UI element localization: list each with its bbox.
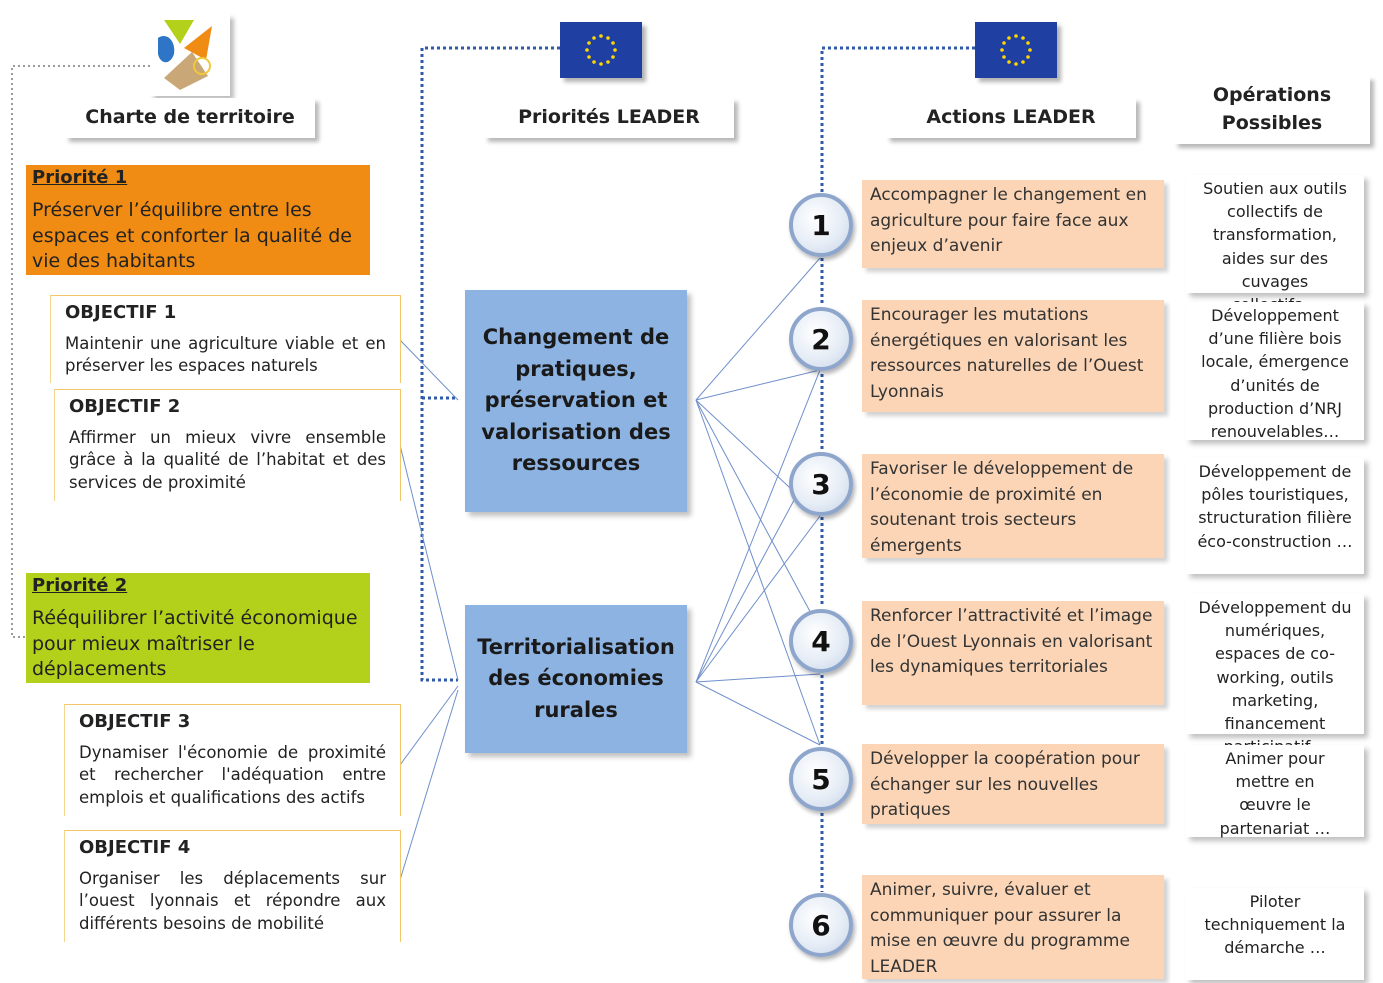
action-number-2: 2 [789, 307, 853, 371]
eu-flag-icon [1000, 34, 1032, 66]
priorite-text: Rééquilibrer l’activité économique pour … [32, 607, 358, 681]
operation-text: Soutien aux outils collectifs de transfo… [1203, 179, 1347, 314]
objectif-3: OBJECTIF 3 Dynamiser l'économie de proxi… [64, 704, 401, 816]
priorite-2: Priorité 2 Rééquilibrer l’activité écono… [26, 573, 370, 683]
eu-flag-icon [585, 34, 617, 66]
operation-text: Développement de pôles touristiques, str… [1197, 462, 1353, 551]
priorite-leader-2: Territorialisation des économies rurales [465, 605, 687, 753]
territory-logo [150, 14, 230, 96]
objectif-title: OBJECTIF 3 [79, 711, 191, 732]
action-number-6: 6 [789, 893, 853, 957]
objectif-title: OBJECTIF 2 [69, 396, 181, 417]
objectif-4: OBJECTIF 4 Organiser les déplacements su… [64, 830, 401, 942]
priorite-title: Priorité 1 [32, 167, 128, 188]
action-number-5: 5 [789, 747, 853, 811]
action-number-4: 4 [789, 609, 853, 673]
header-actions-leader: Actions LEADER [886, 98, 1136, 138]
action-text: Renforcer l’attractivité et l’image de l… [870, 606, 1153, 677]
eu-flag-priorites [560, 22, 642, 78]
priorite-leader-label: Changement de pratiques, préservation et… [481, 325, 671, 476]
objectif-2: OBJECTIF 2 Affirmer un mieux vivre ensem… [54, 389, 401, 501]
objectif-text: Organiser les déplacements sur l’ouest l… [79, 869, 386, 933]
objectif-text: Affirmer un mieux vivre ensemble grâce à… [69, 428, 386, 492]
objectif-title: OBJECTIF 4 [79, 837, 191, 858]
header-operations-label: Opérations Possibles [1212, 84, 1332, 134]
operation-5: Animer pour mettre en œuvre le partenari… [1186, 745, 1364, 838]
action-text: Favoriser le développement de l’économie… [870, 459, 1134, 556]
priorite-1: Priorité 1 Préserver l’équilibre entre l… [26, 165, 370, 275]
operation-text: Développement du numériques, espaces de … [1198, 598, 1352, 756]
objectif-1: OBJECTIF 1 Maintenir une agriculture via… [50, 295, 401, 383]
priorite-leader-1: Changement de pratiques, préservation et… [465, 290, 687, 512]
operation-1: Soutien aux outils collectifs de transfo… [1186, 175, 1364, 314]
operation-text: Animer pour mettre en œuvre le partenari… [1219, 749, 1331, 838]
priorite-leader-label: Territorialisation des économies rurales [477, 634, 675, 722]
operation-6: Piloter techniquement la démarche … [1186, 888, 1364, 980]
operation-text: Développement d’une filière bois locale,… [1201, 306, 1349, 441]
eu-flag-actions [975, 22, 1057, 78]
operation-2: Développement d’une filière bois locale,… [1186, 302, 1364, 441]
operation-text: Piloter techniquement la démarche … [1204, 892, 1346, 958]
action-3: Favoriser le développement de l’économie… [862, 454, 1164, 558]
action-4: Renforcer l’attractivité et l’image de l… [862, 601, 1164, 705]
action-1: Accompagner le changement en agriculture… [862, 180, 1164, 268]
action-text: Accompagner le changement en agriculture… [870, 185, 1147, 256]
charte-dotted-connector [11, 65, 155, 638]
header-charte: Charte de territoire [65, 98, 315, 138]
action-number-1: 1 [789, 193, 853, 257]
objectif-text: Maintenir une agriculture viable et en p… [65, 334, 386, 376]
action-number-3: 3 [789, 452, 853, 516]
action-6: Animer, suivre, évaluer et communiquer p… [862, 875, 1164, 979]
objectif-title: OBJECTIF 1 [65, 302, 177, 323]
action-text: Animer, suivre, évaluer et communiquer p… [870, 880, 1130, 977]
action-2: Encourager les mutations énergétiques en… [862, 300, 1164, 412]
action-text: Développer la coopération pour échanger … [870, 749, 1140, 820]
action-5: Développer la coopération pour échanger … [862, 744, 1164, 824]
leader-dotted-connector [420, 46, 975, 892]
priorite-text: Préserver l’équilibre entre les espaces … [32, 199, 352, 273]
priorite-title: Priorité 2 [32, 575, 128, 596]
header-operations: Opérations Possibles [1174, 76, 1370, 144]
operation-3: Développement de pôles touristiques, str… [1186, 458, 1364, 574]
operation-4: Développement du numériques, espaces de … [1186, 594, 1364, 756]
objectif-text: Dynamiser l'économie de proximité et rec… [79, 743, 386, 807]
territory-logo-icon [158, 20, 212, 90]
action-text: Encourager les mutations énergétiques en… [870, 305, 1144, 402]
header-priorites-leader: Priorités LEADER [484, 98, 734, 138]
